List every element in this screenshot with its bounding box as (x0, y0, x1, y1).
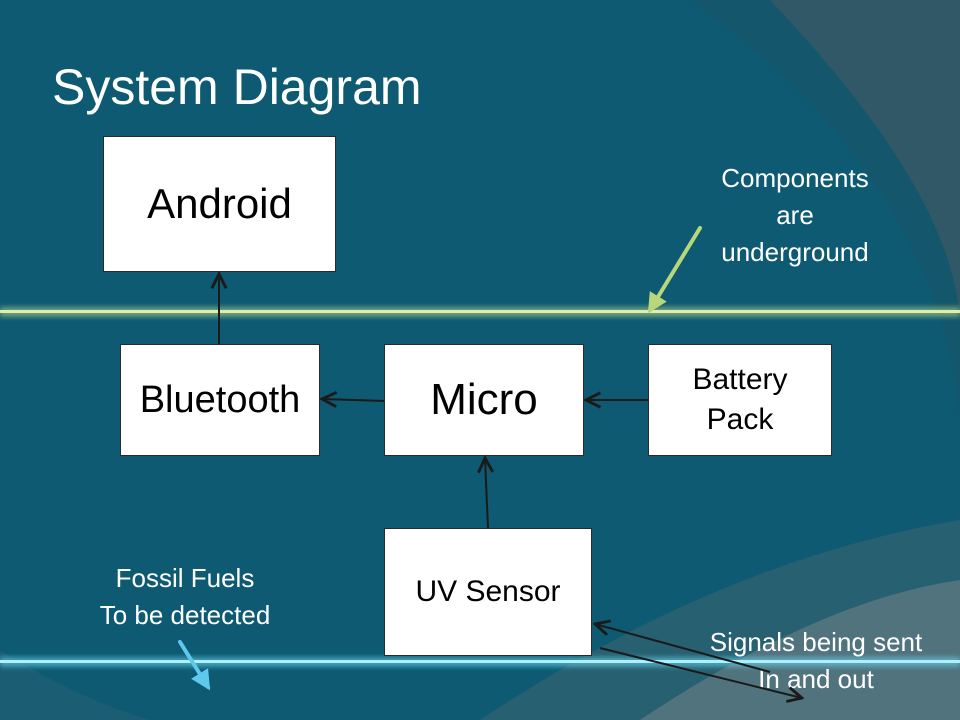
fuel-line (0, 660, 960, 663)
battery-label-line1: Battery (692, 363, 788, 396)
ground-line (0, 310, 960, 313)
components-note-line1: Components (721, 163, 869, 193)
signals-note-line1: Signals being sent (709, 627, 923, 657)
fossil-fuels-note: Fossil Fuels To be detected (65, 560, 305, 634)
android-label: Android (147, 180, 292, 227)
uv-sensor-label: UV Sensor (415, 575, 561, 608)
components-note-line3: underground (721, 237, 869, 267)
components-note-line2: are (776, 200, 814, 230)
slide-title: System Diagram (52, 59, 422, 115)
fossil-note-line1: Fossil Fuels (115, 563, 255, 593)
android-block: Android (103, 136, 336, 272)
micro-block: Micro (384, 344, 584, 456)
signals-note-line2: In and out (758, 664, 874, 694)
signals-note: Signals being sent In and out (680, 624, 952, 698)
components-underground-note: Components are underground (690, 160, 900, 271)
bluetooth-label: Bluetooth (139, 378, 301, 421)
battery-pack-block: Battery Pack (648, 344, 832, 456)
micro-label: Micro (430, 375, 538, 424)
battery-label-line2: Pack (706, 403, 774, 436)
fossil-note-line2: To be detected (99, 600, 271, 630)
bluetooth-block: Bluetooth (120, 344, 320, 456)
uv-sensor-block: UV Sensor (384, 528, 592, 656)
